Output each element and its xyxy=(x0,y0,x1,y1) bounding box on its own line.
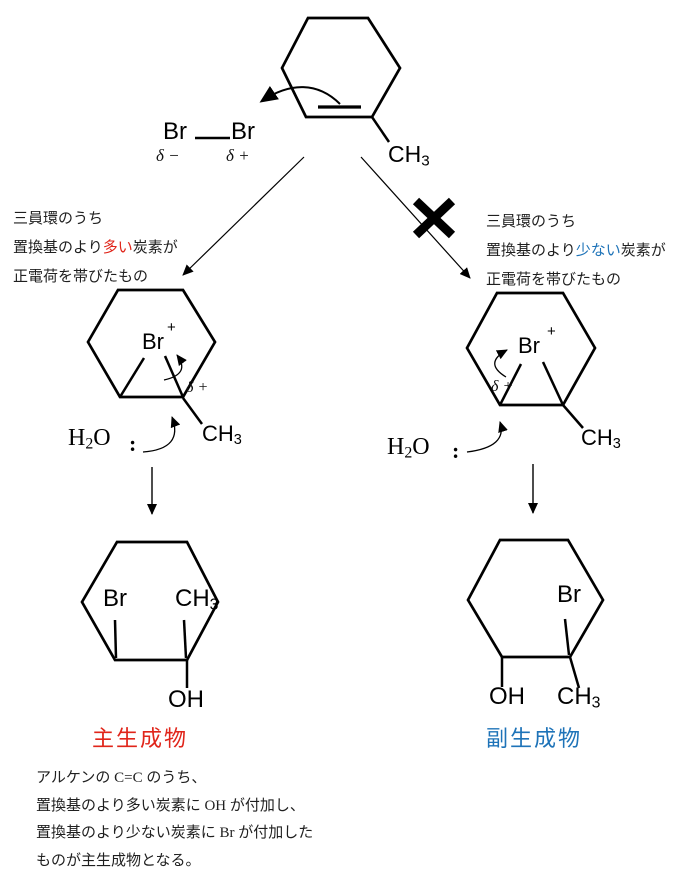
right-product-methyl-label: CH3 xyxy=(557,685,600,711)
water-attack-curved-arrow xyxy=(466,421,508,453)
bromonium-bond-left xyxy=(498,363,523,406)
br-bond xyxy=(563,618,571,656)
water-attack-curved-arrow xyxy=(142,416,181,453)
methyl-subscript: 3 xyxy=(233,432,242,449)
left-intermediate-br-label: Br xyxy=(142,329,164,354)
bromonium-bond-right xyxy=(541,361,565,406)
left-intermediate-structure xyxy=(86,288,217,453)
forbidden-x-mark xyxy=(412,197,456,239)
methyl-subscript: 3 xyxy=(421,152,430,170)
alkene-methyl-label: CH3 xyxy=(388,143,430,169)
right-branch-note: 三員環のうち 置換基のより少ない炭素が 正電荷を帯びたもの xyxy=(486,208,666,295)
delta-minus-label: δ − xyxy=(156,146,180,165)
note-line-2: 置換基のより多い炭素が xyxy=(13,234,178,263)
note-line-2-pre: 置換基のより xyxy=(486,243,576,259)
footnote-line-3: 置換基のより少ない炭素に Br が付加した xyxy=(36,825,314,841)
note-line-2-emphasis: 多い xyxy=(102,240,133,256)
methyl-bond xyxy=(182,619,188,659)
water-h: H xyxy=(387,434,405,460)
left-product-br-label: Br xyxy=(103,585,127,612)
note-line-2-post: 炭素が xyxy=(132,240,178,256)
water-subscript: 2 xyxy=(404,444,413,462)
right-intermediate-structure xyxy=(465,291,597,453)
reagent-br-right-label: Br xyxy=(231,118,255,145)
footnote-line-2: 置換基のより多い炭素に OH が付加し、 xyxy=(36,797,305,814)
methyl-subscript: 3 xyxy=(591,694,601,712)
note-line-1: 三員環のうち xyxy=(486,214,577,230)
right-intermediate-plus-charge: + xyxy=(547,323,556,340)
left-water-label: H2O xyxy=(68,426,111,452)
methyl-bond xyxy=(568,656,581,689)
note-line-3: 正電荷を帯びたもの xyxy=(486,272,622,288)
right-path-arrow xyxy=(360,156,471,279)
right-intermediate-br-label: Br xyxy=(518,333,540,358)
note-line-3: 正電荷を帯びたもの xyxy=(13,269,149,285)
right-intermediate-methyl-label: CH3 xyxy=(581,427,621,452)
methyl-subscript: 3 xyxy=(209,596,219,614)
methyl-bond xyxy=(370,116,391,143)
right-product-structure xyxy=(466,538,605,689)
left-intermediate-plus-charge: + xyxy=(167,319,176,336)
water-o: O xyxy=(412,434,430,460)
right-water-lone-pair: : xyxy=(452,438,460,463)
methyl-base: CH xyxy=(581,425,613,450)
methyl-subscript: 3 xyxy=(612,436,621,453)
left-branch-note: 三員環のうち 置換基のより多い炭素が 正電荷を帯びたもの xyxy=(13,205,178,292)
left-product-methyl-label: CH3 xyxy=(175,587,218,613)
right-intermediate-delta-plus: δ + xyxy=(491,378,514,395)
alkene-structure xyxy=(280,16,402,143)
left-path-arrow xyxy=(182,156,305,276)
bond-shift-curved-arrow xyxy=(494,349,508,378)
footnote-line-1: アルケンの C=C のうち、 xyxy=(36,770,207,786)
methyl-bond xyxy=(181,397,204,425)
left-intermediate-methyl-label: CH3 xyxy=(202,423,242,448)
note-line-2-emphasis: 少ない xyxy=(575,243,621,259)
br-bond xyxy=(113,619,118,659)
main-product-label: 主生成物 xyxy=(92,726,189,751)
right-product-oh-label: OH xyxy=(489,683,525,710)
left-water-lone-pair: : xyxy=(129,431,137,456)
left-product-structure xyxy=(80,540,220,688)
water-h: H xyxy=(68,425,86,451)
bromonium-bond-left xyxy=(118,357,146,398)
left-product-oh-label: OH xyxy=(168,686,204,713)
methyl-base: CH xyxy=(388,141,422,167)
methyl-base: CH xyxy=(175,585,210,612)
right-product-br-label: Br xyxy=(557,581,581,608)
side-product-label: 副生成物 xyxy=(486,726,583,751)
reagent-br-left-label: Br xyxy=(163,118,187,145)
note-line-2: 置換基のより少ない炭素が xyxy=(486,237,666,266)
note-line-1: 三員環のうち xyxy=(13,211,104,227)
methyl-base: CH xyxy=(557,683,592,710)
footnote: アルケンの C=C のうち、 置換基のより多い炭素に OH が付加し、 置換基の… xyxy=(36,765,313,870)
methyl-base: CH xyxy=(202,421,234,446)
left-intermediate-delta-plus: δ + xyxy=(186,379,209,396)
water-o: O xyxy=(93,425,111,451)
delta-plus-label: δ + xyxy=(226,146,250,165)
right-water-label: H2O xyxy=(387,435,430,461)
methyl-bond xyxy=(562,404,584,429)
water-subscript: 2 xyxy=(85,435,94,453)
footnote-line-4: ものが主生成物となる。 xyxy=(36,852,201,869)
pi-attack-curved-arrow xyxy=(259,85,341,105)
note-line-2-pre: 置換基のより xyxy=(13,240,103,256)
note-line-2-post: 炭素が xyxy=(620,243,666,259)
bond-shift-curved-arrow xyxy=(163,354,187,381)
